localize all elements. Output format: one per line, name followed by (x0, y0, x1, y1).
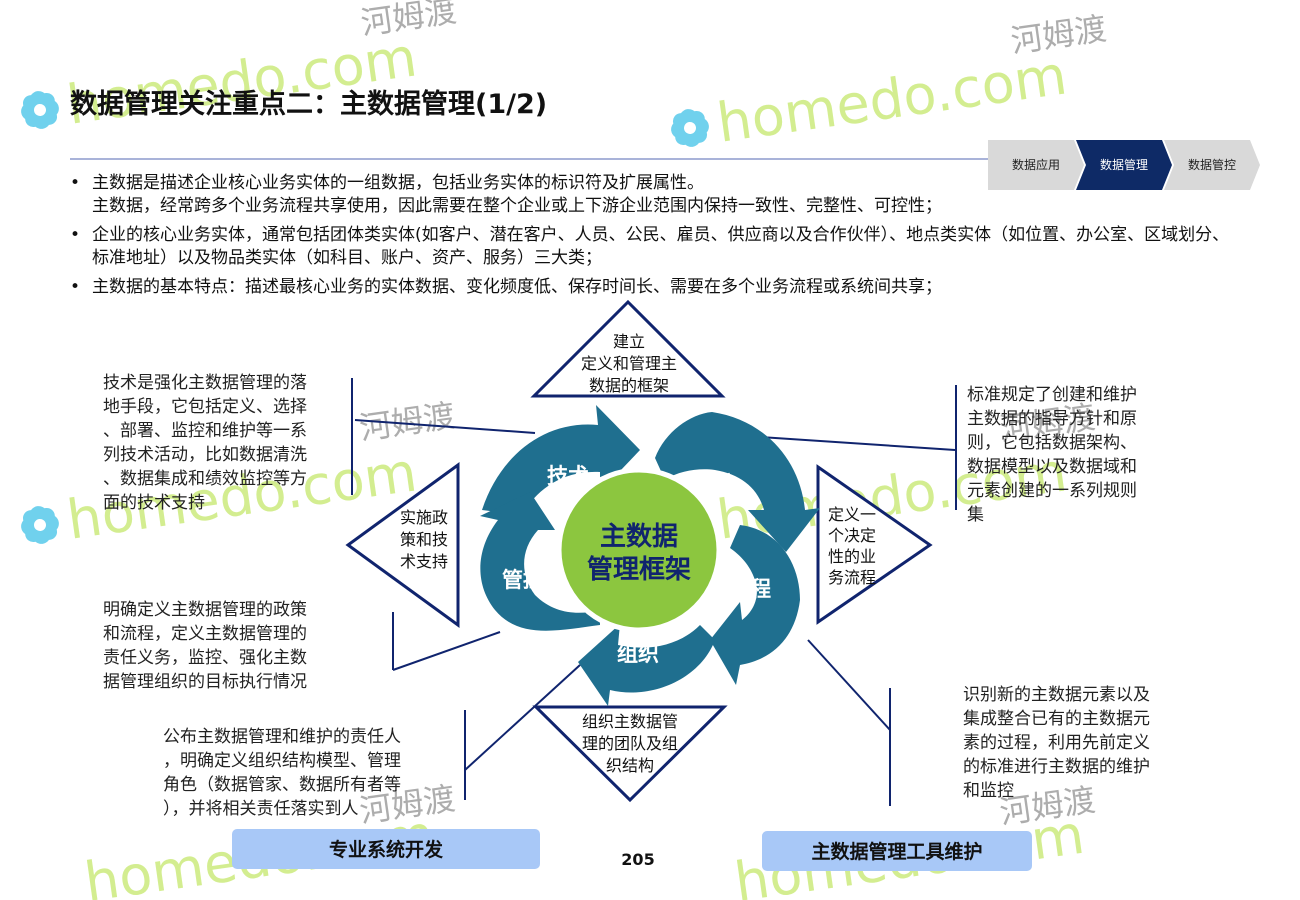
flower-logo-icon (21, 91, 59, 129)
note-line: 技术是强化主数据管理的落 (103, 373, 307, 393)
mdm-tool-maintenance-button[interactable]: 主数据管理工具维护 (762, 831, 1032, 871)
flower-logo-icon (671, 109, 709, 147)
triangle-top-line: 定义和管理主 (581, 354, 677, 373)
center-label: 主数据 管理框架 (587, 522, 691, 585)
center-label-line: 主数据 (600, 522, 678, 552)
note-line: 公布主数据管理和维护的责任人 (163, 727, 401, 747)
note-line: ），并将相关责任落实到人 (163, 799, 359, 819)
triangle-left-line: 策和技 (400, 530, 448, 549)
note-organization: 公布主数据管理和维护的责任人 ，明确定义组织结构模型、管理 角色（数据管家、数据… (163, 725, 453, 821)
triangle-bottom (532, 705, 728, 803)
note-line: 和流程，定义主数据管理的 (103, 624, 307, 644)
center-circle (556, 467, 722, 633)
note-line: 则，它包括数据架构、 (967, 433, 1137, 453)
triangle-right-line: 定义一 (828, 505, 876, 524)
note-line: 数据模型以及数据域和 (967, 457, 1137, 477)
page-number: 205 (621, 850, 655, 869)
segment-labels: 技术 标准 流程 组织 管控 (502, 464, 771, 666)
note-line: 、部署、监控和维护等一系 (103, 421, 307, 441)
triangle-labels: 建立 定义和管理主 数据的框架 定义一 个决定 性的业 务流程 组织主数据管 理… (400, 332, 876, 775)
segment-label-process: 流程 (729, 577, 771, 601)
connector-line (759, 436, 956, 451)
segment-label-tech: 技术 (547, 464, 589, 488)
center-label-line: 管理框架 (587, 555, 691, 585)
nav-label: 数据管理 (1099, 158, 1148, 172)
triangle-bottom-line: 理的团队及组 (582, 734, 678, 753)
connector-line (807, 639, 891, 731)
note-standard: 标准规定了创建和维护 主数据的指导方针和原 则，它包括数据架构、 数据模型以及数… (967, 383, 1177, 527)
note-line: 标准规定了创建和维护 (967, 385, 1137, 405)
note-process: 识别新的主数据元素以及 集成整合已有的主数据元 素的过程，利用先前定义 的标准进… (963, 683, 1193, 803)
segment-label-standard: 标准 (694, 472, 736, 496)
bullet-text: 主数据的基本特点：描述最核心业务的实体数据、变化频度低、保存时间长、需要在多个业… (92, 277, 942, 297)
note-line: 素的过程，利用先前定义 (963, 733, 1150, 753)
segment-label-control: 管控 (502, 568, 544, 592)
triangle-right-line: 性的业 (828, 547, 876, 566)
note-line: 列技术活动，比如数据清洗 (103, 445, 307, 465)
bullet-text: 主数据，经常跨多个业务流程共享使用，因此需要在整个企业或上下游企业范围内保持一致… (92, 196, 942, 216)
note-line: 识别新的主数据元素以及 (963, 685, 1150, 705)
note-line: 据管理组织的目标执行情况 (103, 672, 307, 692)
triangle-top-line: 数据的框架 (589, 376, 669, 395)
triangle-right-line: 个决定 (828, 526, 876, 545)
note-line: 主数据的指导方针和原 (967, 409, 1137, 429)
note-line: 的标准进行主数据的维护 (963, 757, 1150, 777)
segment-organization (578, 624, 715, 706)
connector-lines (351, 378, 957, 806)
triangle-left-line: 术支持 (400, 552, 448, 571)
note-line: 元素创建的一系列规则 (967, 481, 1137, 501)
bullet-list: 主数据是描述企业核心业务实体的一组数据，包括业务实体的标识符及扩展属性。 主数据… (70, 172, 1240, 305)
flower-logo-icon (21, 506, 59, 544)
note-tech: 技术是强化主数据管理的落 地手段，它包括定义、选择 、部署、监控和维护等一系 列… (103, 371, 353, 515)
nav-label: 数据管控 (1187, 158, 1236, 172)
title-divider (70, 158, 990, 160)
note-line: 角色（数据管家、数据所有者等 (163, 775, 401, 795)
triangle-left-line: 实施政 (400, 508, 448, 527)
framework-segments (480, 405, 820, 706)
professional-system-dev-button[interactable]: 专业系统开发 (232, 829, 540, 869)
segment-process (710, 525, 800, 685)
triangle-right-line: 务流程 (828, 568, 876, 587)
note-line: ，明确定义组织结构模型、管理 (163, 751, 401, 771)
note-line: 集成整合已有的主数据元 (963, 709, 1150, 729)
note-line: 责任义务，监控、强化主数 (103, 648, 307, 668)
bullet-item: 主数据是描述企业核心业务实体的一组数据，包括业务实体的标识符及扩展属性。 主数据… (70, 172, 1240, 218)
note-line: 和监控 (963, 781, 1014, 801)
note-line: 、数据集成和绩效监控等方 (103, 469, 307, 489)
nav-label: 数据应用 (1011, 158, 1060, 172)
bullet-item: 主数据的基本特点：描述最核心业务的实体数据、变化频度低、保存时间长、需要在多个业… (70, 276, 1240, 299)
note-line: 面的技术支持 (103, 493, 205, 513)
triangle-left (345, 462, 460, 628)
triangle-bottom-line: 织结构 (606, 756, 654, 775)
note-line: 集 (967, 505, 984, 525)
triangle-top (530, 299, 726, 398)
bullet-text: 主数据是描述企业核心业务实体的一组数据，包括业务实体的标识符及扩展属性。 (92, 173, 704, 193)
segment-standard (655, 412, 820, 552)
note-line: 地手段，它包括定义、选择 (103, 397, 307, 417)
note-control: 明确定义主数据管理的政策 和流程，定义主数据管理的 责任义务，监控、强化主数 据… (103, 598, 353, 694)
triangle-right (816, 464, 933, 625)
page-title: 数据管理关注重点二：主数据管理(1/2) (70, 89, 548, 120)
segment-control (480, 492, 600, 631)
connector-line (464, 664, 581, 771)
segment-label-organization: 组织 (617, 642, 659, 666)
connector-line (392, 631, 501, 671)
connector-line (354, 419, 536, 434)
bullet-text: 企业的核心业务实体，通常包括团体类实体(如客户、潜在客户、人员、公民、雇员、供应… (92, 225, 1230, 268)
triangle-top-line: 建立 (613, 332, 645, 351)
bullet-item: 企业的核心业务实体，通常包括团体类实体(如客户、潜在客户、人员、公民、雇员、供应… (70, 224, 1240, 270)
triangle-bottom-line: 组织主数据管 (582, 712, 678, 731)
note-line: 明确定义主数据管理的政策 (103, 600, 307, 620)
